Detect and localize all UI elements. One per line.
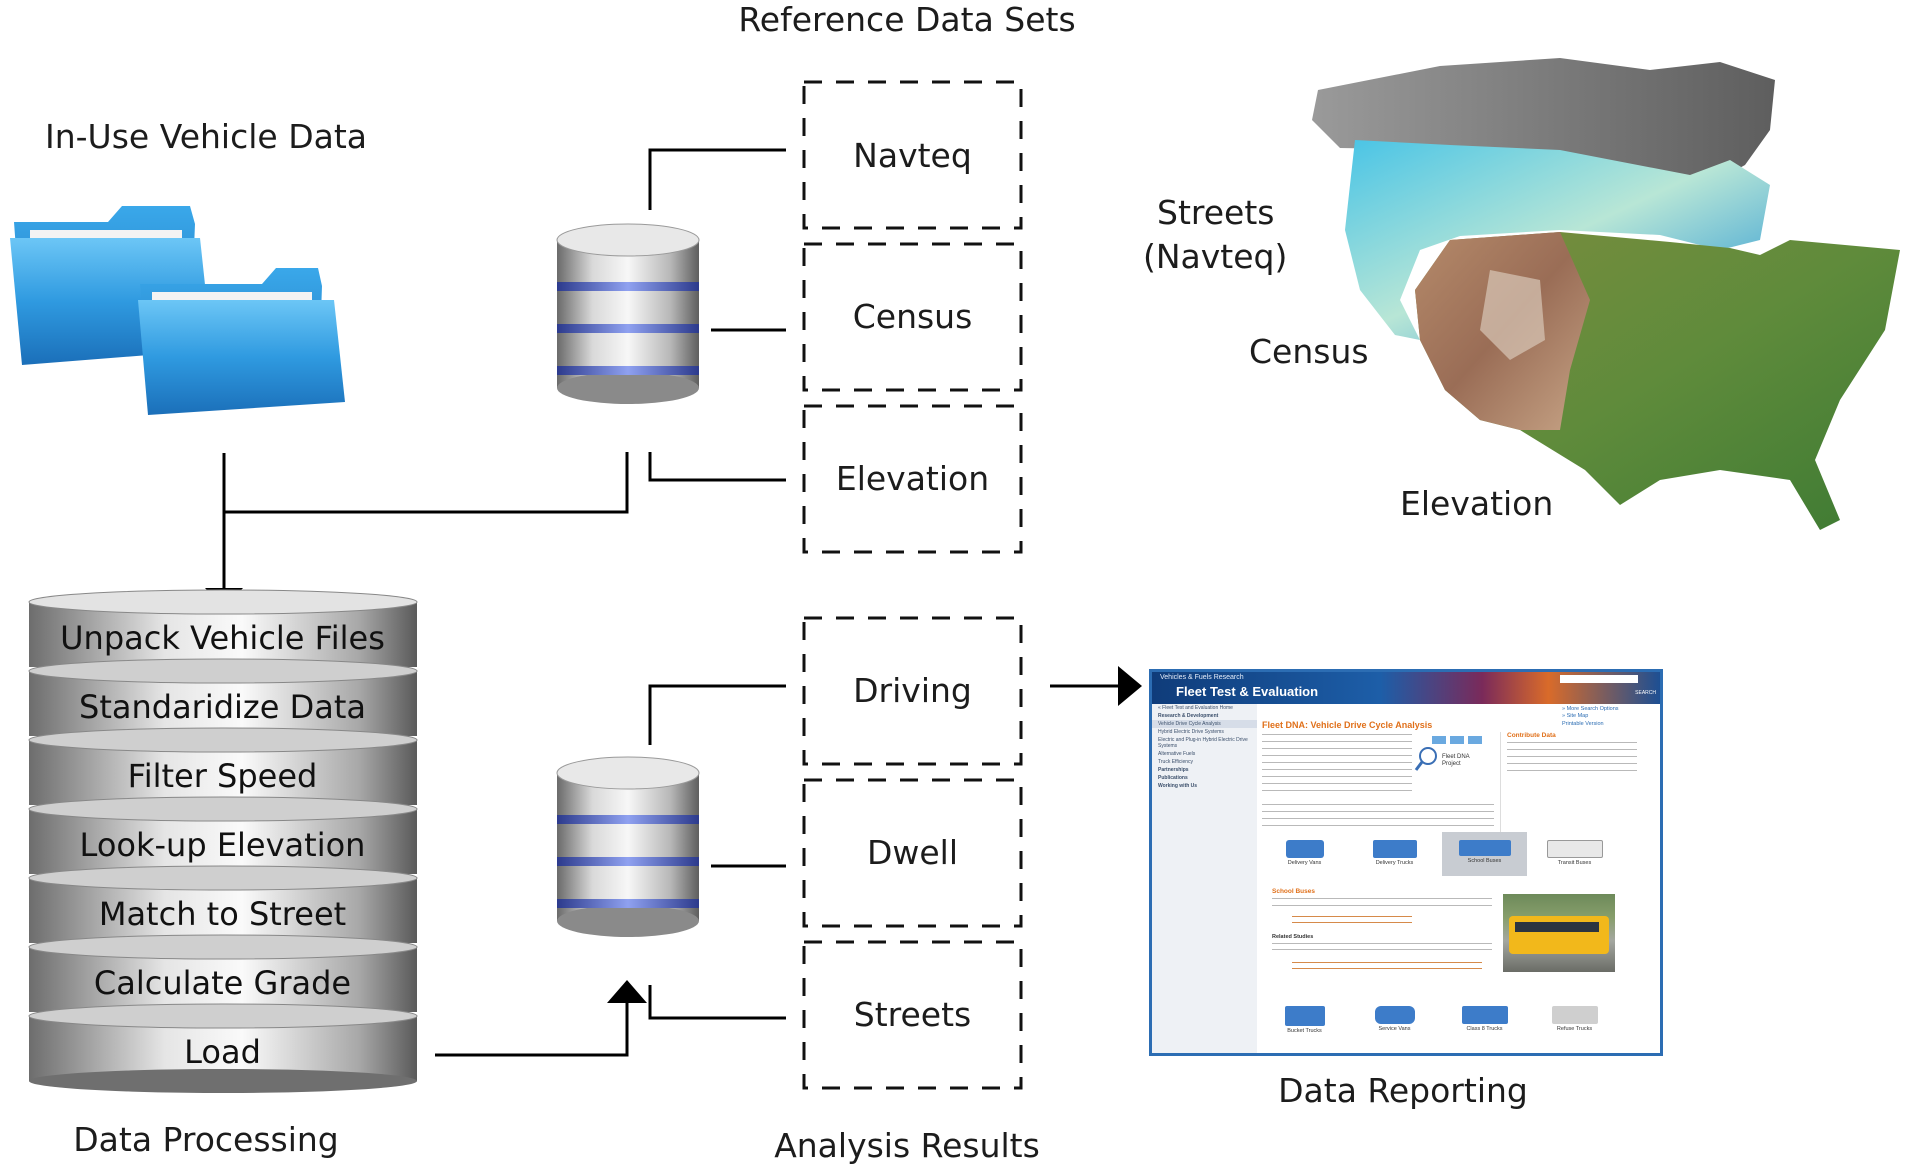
analysis-dashed-boxes [802, 616, 1023, 1090]
website-screenshot: Vehicles & Fuels Research Fleet Test & E… [1149, 669, 1663, 1056]
website-sidebar-item[interactable]: Alternative Fuels [1158, 751, 1196, 757]
website-sidebar-item[interactable]: Electric and Plug-in Hybrid Electric Dri… [1158, 737, 1248, 749]
map-label-census: Census [1249, 332, 1369, 371]
fleet-dna-logo-icon [1414, 736, 1482, 771]
analysis-box-label: Dwell [866, 833, 959, 872]
website-search-button[interactable]: SEARCH [1635, 690, 1656, 696]
reference-dashed-boxes [802, 80, 1023, 554]
vehicle-label: Bucket Trucks [1287, 1028, 1322, 1034]
refuse-truck-icon [1551, 1006, 1598, 1024]
map-label-elevation: Elevation [1400, 484, 1554, 523]
school-bus-photo [1503, 894, 1615, 972]
reference-box-label: Elevation [835, 459, 990, 498]
website-sidebar-item[interactable]: Hybrid Electric Drive Systems [1158, 729, 1224, 735]
vehicle-label: Class 8 Trucks [1466, 1026, 1503, 1032]
website-sidebar-item[interactable]: Truck Efficiency [1158, 759, 1194, 765]
analysis-box-label: Streets [853, 995, 972, 1034]
arrow-to-analysis-db [607, 980, 647, 1003]
map-label-navteq: (Navteq) [1143, 237, 1288, 276]
website-more-search[interactable]: » More Search Options [1562, 706, 1619, 712]
website-related-links[interactable] [1292, 962, 1482, 974]
website-sidebar-item[interactable]: Vehicle Drive Cycle Analysis [1152, 720, 1257, 728]
data-reporting-title: Data Reporting [1278, 1071, 1528, 1110]
website-title: Fleet Test & Evaluation [1176, 684, 1319, 699]
vehicle-label: Transit Buses [1557, 860, 1592, 866]
website-contribute-text-block [1507, 742, 1637, 776]
website-body-text-block [1262, 734, 1412, 796]
processing-step: Load [184, 1033, 261, 1071]
vehicle-tile[interactable]: Transit Buses [1532, 832, 1617, 876]
website-logo-text: Fleet DNA Project [1442, 754, 1470, 767]
processing-step: Match to Street [98, 895, 347, 933]
processing-step: Look-up Elevation [79, 826, 366, 864]
processing-step: Filter Speed [127, 757, 318, 795]
reference-box-label: Navteq [853, 136, 972, 175]
vehicle-tile[interactable]: Delivery Vans [1262, 832, 1347, 876]
website-school-buses-title: School Buses [1272, 888, 1315, 895]
school-bus-icon [1458, 840, 1511, 856]
vehicle-tile[interactable]: Service Vans [1352, 1002, 1437, 1046]
website-sidebar-item[interactable]: Working with Us [1158, 783, 1198, 789]
analysis-box-label: Driving [853, 671, 972, 710]
arrow-to-reporting [1118, 666, 1142, 706]
analysis-database-icon [556, 756, 700, 937]
folders-icon [10, 206, 345, 415]
vehicle-label: School Buses [1467, 858, 1502, 864]
website-school-buses-text [1272, 898, 1492, 912]
website-search-input[interactable] [1560, 675, 1638, 683]
website-related-text [1272, 943, 1492, 955]
website-sidebar-item[interactable]: Publications [1158, 775, 1188, 781]
class-8-truck-icon [1461, 1006, 1508, 1024]
delivery-van-icon [1285, 840, 1324, 858]
processing-stack [28, 589, 418, 1093]
reference-box-label: Census [852, 297, 973, 336]
website-site-map[interactable]: » Site Map [1562, 713, 1589, 719]
school-bus-windows [1515, 922, 1599, 932]
in-use-vehicle-data-title: In-Use Vehicle Data [45, 117, 367, 156]
data-processing-title: Data Processing [73, 1120, 339, 1159]
vehicle-tile[interactable]: Bucket Trucks [1262, 1002, 1347, 1046]
vehicle-tile[interactable]: Delivery Trucks [1352, 832, 1437, 876]
website-header: Vehicles & Fuels Research Fleet Test & E… [1152, 672, 1660, 704]
website-sidebar-item[interactable]: « Fleet Test and Evaluation Home [1158, 705, 1233, 711]
processing-step: Standaridize Data [79, 688, 366, 726]
vehicle-tile[interactable]: School Buses [1442, 832, 1527, 876]
website-data-links[interactable] [1292, 916, 1412, 928]
website-printable[interactable]: Printable Version [1562, 721, 1604, 727]
analysis-results-title: Analysis Results [774, 1126, 1040, 1165]
transit-bus-icon [1546, 840, 1603, 858]
reference-data-sets-title: Reference Data Sets [738, 0, 1076, 39]
us-map-image [1312, 58, 1900, 530]
processing-step: Calculate Grade [93, 964, 352, 1002]
vehicle-label: Refuse Trucks [1556, 1026, 1593, 1032]
website-section: Vehicles & Fuels Research [1160, 674, 1244, 681]
analysis-connectors [435, 684, 1125, 1057]
website-sidebar-item[interactable]: Research & Development [1158, 713, 1219, 719]
delivery-truck-icon [1372, 840, 1417, 858]
processing-step: Unpack Vehicle Files [60, 619, 385, 657]
website-heading: Fleet DNA: Vehicle Drive Cycle Analysis [1262, 720, 1433, 730]
bucket-truck-icon [1284, 1006, 1325, 1026]
website-body-text-block [1262, 804, 1494, 832]
service-van-icon [1374, 1006, 1415, 1024]
website-sidebar-item[interactable]: Partnerships [1158, 767, 1189, 773]
website-contribute-panel: Contribute Data [1500, 732, 1649, 832]
vehicle-tile[interactable]: Refuse Trucks [1532, 1002, 1617, 1046]
vehicle-label: Delivery Vans [1287, 860, 1322, 866]
website-related-studies: Related Studies [1272, 934, 1314, 940]
reference-database-icon [556, 223, 700, 404]
website-contribute-title: Contribute Data [1507, 732, 1556, 739]
website-sidebar: « Fleet Test and Evaluation Home Researc… [1152, 704, 1257, 1053]
vehicle-label: Delivery Trucks [1375, 860, 1414, 866]
vehicle-label: Service Vans [1378, 1026, 1411, 1032]
vehicle-tile[interactable]: Class 8 Trucks [1442, 1002, 1527, 1046]
map-label-streets: Streets [1157, 193, 1275, 232]
reference-connectors [222, 148, 786, 590]
